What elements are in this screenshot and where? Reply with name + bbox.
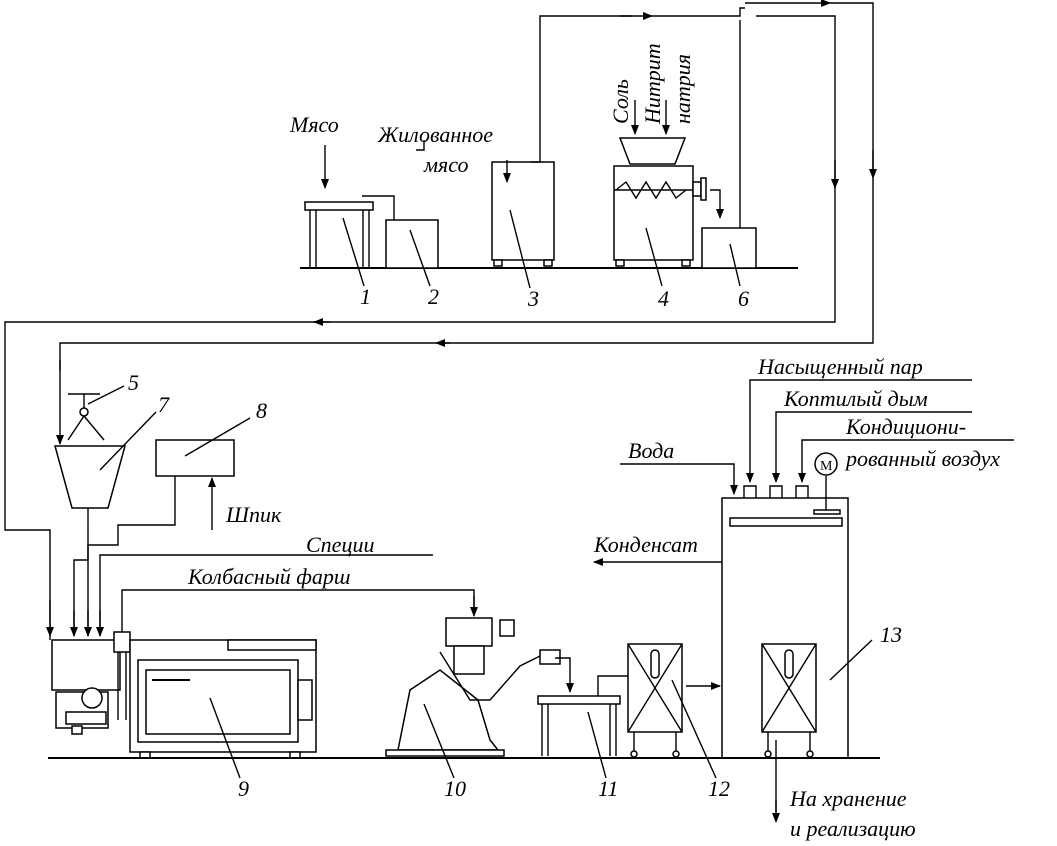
equipment-11-table: [537, 695, 621, 756]
air-arrow: [798, 439, 1014, 483]
line-from-3-up: [531, 15, 632, 163]
number-11: 11: [598, 776, 618, 801]
arrow-1-to-2: [362, 195, 398, 231]
trimmed-meat-line: [416, 140, 425, 151]
line-top-mid: [652, 7, 745, 17]
number-12: 12: [708, 776, 730, 801]
spices-line: [99, 554, 433, 636]
label-salt: Соль: [608, 79, 633, 124]
equipment-8-box: [155, 439, 235, 477]
number-3: 3: [527, 286, 539, 311]
label-spices: Специи: [306, 532, 374, 557]
number-10: 10: [444, 776, 466, 801]
equipment-9-mixer: [51, 631, 317, 759]
label-condensate: Конденсат: [593, 532, 698, 557]
number-6: 6: [738, 286, 749, 311]
number-8: 8: [256, 398, 267, 423]
label-meat: Мясо: [289, 112, 339, 137]
label-saturated-steam: Насыщенный пар: [757, 354, 923, 379]
label-trimmed-meat-1: Жилованное: [377, 122, 493, 147]
line-8-to-9: [87, 476, 176, 636]
label-nitrite-1: Нитрит: [640, 43, 665, 125]
equipment-4-injector: [613, 137, 707, 267]
number-9: 9: [238, 776, 249, 801]
line-loop-6-to-9: [4, 15, 836, 640]
equipment-7-hopper: [54, 393, 126, 528]
mince-line: [121, 589, 475, 632]
line-7-to-9: [73, 528, 89, 636]
number-2: 2: [428, 284, 439, 309]
line-11-to-12: [597, 675, 628, 696]
label-lard: Шпик: [225, 502, 282, 527]
number-1: 1: [360, 284, 371, 309]
label-trimmed-meat-2: мясо: [423, 152, 468, 177]
water-arrow: [620, 463, 738, 495]
motor-icon: [814, 452, 838, 476]
equipment-10-stuffer: [385, 617, 561, 757]
label-sausage-mince: Колбасный фарш: [187, 564, 350, 589]
label-storage-2: и реализацию: [790, 816, 916, 841]
equipment-2-box: [385, 219, 439, 269]
number-7: 7: [158, 392, 170, 417]
line-to-7: [59, 178, 874, 370]
number-5: 5: [128, 370, 139, 395]
arrow-4-to-6: [710, 189, 724, 219]
equipment-12-rack: [627, 643, 683, 758]
label-conditioned-air-1: Кондициони-: [845, 414, 966, 439]
equipment-13-chamber: [721, 476, 849, 759]
label-water: Вода: [628, 438, 674, 463]
leader-lines: [87, 209, 873, 779]
arrow-10-to-11: [555, 657, 574, 693]
label-nitrite-2: натрия: [670, 54, 695, 124]
equipment-3-cabinet: [491, 161, 555, 267]
equipment-6-box: [701, 227, 757, 269]
label-smoke: Коптилый дым: [783, 386, 928, 411]
equipment-1-table: [304, 201, 374, 268]
number-13: 13: [880, 622, 902, 647]
steam-arrow: [746, 379, 972, 483]
label-motor: М: [820, 459, 833, 474]
number-4: 4: [658, 286, 669, 311]
smoke-arrow: [772, 411, 972, 483]
label-storage-1: На хранение: [789, 786, 907, 811]
label-conditioned-air-2: рованный воздух: [844, 446, 1000, 471]
line-right-down: [830, 2, 874, 176]
